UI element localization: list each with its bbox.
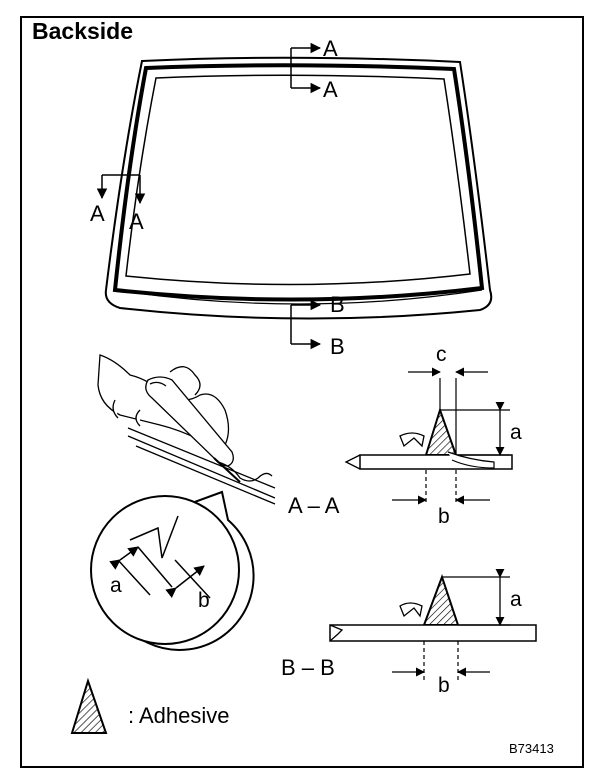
dim-b-label-bb: b	[438, 674, 450, 697]
dim-a-label-balloon: a	[110, 574, 122, 597]
adhesive-bead-aa	[424, 406, 458, 456]
detail-balloon	[90, 490, 255, 651]
windshield-adhesive-line	[112, 63, 485, 302]
dim-b-label-aa: b	[438, 505, 450, 528]
hand-applying-adhesive	[97, 354, 241, 483]
section-a-label-left-2: A	[129, 209, 144, 234]
adhesive-legend-icon	[70, 677, 108, 734]
glass-panel-bb	[329, 624, 537, 642]
body-flange	[127, 427, 276, 505]
section-bb-detail	[329, 568, 537, 680]
dim-c-label: c	[436, 343, 447, 366]
figure-code: B73413	[509, 741, 554, 756]
section-a-label-top-1: A	[323, 36, 338, 61]
section-a-top-marker	[290, 42, 322, 94]
section-b-label-1: B	[330, 292, 345, 317]
section-aa-detail	[344, 367, 513, 505]
adhesive-legend-text: : Adhesive	[128, 703, 230, 728]
section-bb-title: B – B	[281, 655, 335, 680]
adhesive-bead-bb	[422, 574, 460, 626]
section-a-label-top-2: A	[323, 77, 338, 102]
view-title: Backside	[32, 18, 134, 44]
dim-a-label-bb: a	[510, 588, 522, 611]
section-b-label-2: B	[330, 334, 345, 359]
section-a-left-marker	[96, 174, 146, 205]
section-aa-title: A – A	[288, 493, 340, 518]
dim-a-label-aa: a	[510, 421, 522, 444]
figure-frame	[20, 16, 584, 768]
dim-b-label-balloon: b	[198, 589, 210, 612]
detail-circle	[90, 495, 240, 645]
windshield-outer-edge	[104, 56, 493, 320]
windshield	[104, 56, 493, 320]
section-b-marker	[290, 299, 322, 350]
section-a-label-left-1: A	[90, 201, 105, 226]
windshield-inner-edge	[125, 74, 471, 286]
